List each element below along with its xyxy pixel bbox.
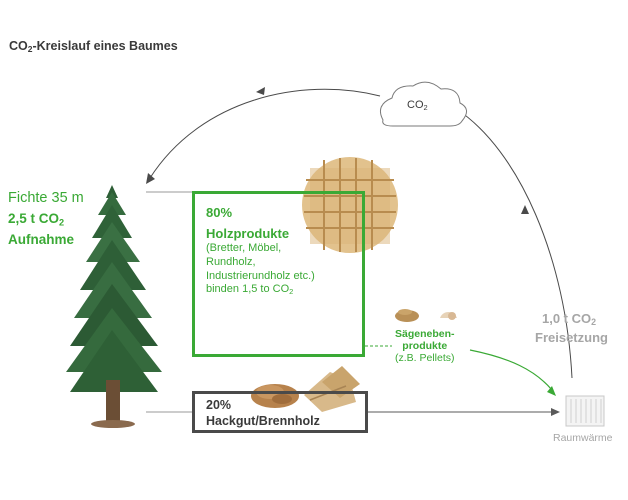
wood-products-text: 80% Holzprodukte (Bretter, Möbel, Rundho… (206, 205, 315, 298)
wood-products-percent: 80% (206, 205, 233, 220)
cycle-arc-right (454, 107, 573, 379)
byproducts-label: Sägeneben- produkte (z.B. Pellets) (395, 328, 455, 364)
diagram-title: CO2-Kreislauf eines Baumes (9, 39, 178, 55)
wood-products-box (192, 191, 365, 357)
byproducts-to-heat-arrow (469, 349, 553, 391)
tree-name: Fichte 35 m (8, 190, 84, 206)
wood-products-desc-2: Rundholz, (206, 256, 256, 268)
tree-co2-uptake: 2,5 t CO2 Aufnahme (8, 211, 75, 248)
wood-products-desc-3: Industrierundholz etc.) (206, 270, 315, 282)
tree-illustration (66, 185, 162, 428)
pellets-icon (395, 309, 457, 322)
chips-percent: 20% (206, 398, 232, 412)
lumber-stack-icon (302, 157, 398, 253)
arc-arrowhead-tree (146, 173, 155, 184)
chips-box (192, 391, 368, 433)
wood-products-desc-1: (Bretter, Möbel, (206, 242, 282, 254)
radiator-icon (565, 395, 605, 427)
cloud-co2-label: CO2 (407, 99, 428, 112)
heat-label: Raumwärme (553, 432, 613, 444)
arc-arrowhead-top (256, 87, 265, 95)
cycle-arc-top (149, 88, 381, 179)
co2-release-label: 1,0 t CO2 Freisetzung (535, 311, 608, 346)
chips-title: Hackgut/Brennholz (206, 414, 320, 428)
arc-arrowhead-right (521, 205, 529, 214)
cloud-icon (380, 81, 467, 127)
wood-products-title: Holzprodukte (206, 226, 290, 241)
wood-products-binding: binden 1,5 to CO2 (206, 283, 294, 296)
wood-chips-icon (251, 384, 299, 408)
chips-text: 20% Hackgut/Brennholz (206, 397, 320, 429)
